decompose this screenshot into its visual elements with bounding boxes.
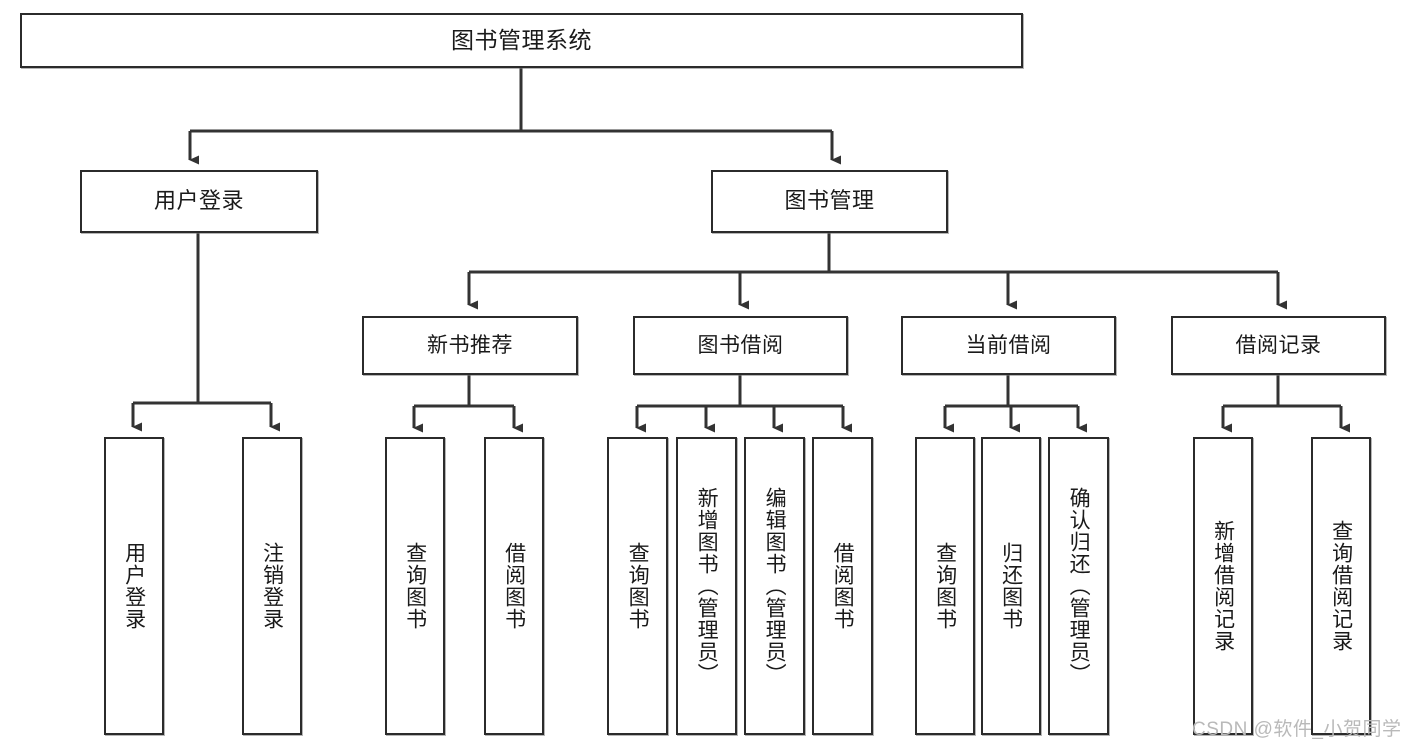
leaf-current-query-book[interactable]: 查询图书 [915,437,975,735]
node-user-login[interactable]: 用户登录 [80,170,318,233]
node-book-management[interactable]: 图书管理 [711,170,948,233]
node-label: 新增图书（管理员） [695,487,719,685]
node-label: 确认归还（管理员） [1067,487,1091,685]
leaf-current-confirm-return-admin[interactable]: 确认归还（管理员） [1048,437,1109,735]
leaf-logout[interactable]: 注销登录 [242,437,302,735]
leaf-current-return-book[interactable]: 归还图书 [981,437,1041,735]
leaf-borrow-query-book[interactable]: 查询图书 [607,437,668,735]
node-label: 借阅图书 [831,542,855,630]
node-label: 当前借阅 [965,333,1052,357]
node-label: 归还图书 [999,542,1023,630]
node-label: 新增借阅记录 [1211,520,1235,652]
leaf-recommend-query-book[interactable]: 查询图书 [385,437,445,735]
node-label: 新书推荐 [427,333,513,357]
leaf-borrow-borrow-book[interactable]: 借阅图书 [812,437,873,735]
node-new-book-recommend[interactable]: 新书推荐 [362,316,578,375]
node-label: 编辑图书（管理员） [763,487,787,685]
node-label: 用户登录 [122,542,146,630]
node-label: 借阅图书 [502,542,526,630]
csdn-watermark: CSDN @软件_小贺同学 [1192,719,1402,740]
node-label: 查询图书 [626,542,650,630]
node-book-borrow[interactable]: 图书借阅 [633,316,848,375]
node-label: 查询借阅记录 [1329,520,1353,652]
node-label: 图书管理系统 [451,26,592,53]
node-label: 查询图书 [933,542,957,630]
node-label: 借阅记录 [1235,333,1322,357]
leaf-user-login[interactable]: 用户登录 [104,437,164,735]
node-label: 注销登录 [260,542,284,630]
node-current-borrow[interactable]: 当前借阅 [901,316,1116,375]
leaf-borrow-add-book-admin[interactable]: 新增图书（管理员） [676,437,737,735]
leaf-borrow-edit-book-admin[interactable]: 编辑图书（管理员） [744,437,805,735]
node-label: 图书管理 [784,188,875,214]
node-label: 图书借阅 [697,333,784,357]
leaf-record-query[interactable]: 查询借阅记录 [1311,437,1371,735]
node-borrow-record[interactable]: 借阅记录 [1171,316,1386,375]
node-label: 查询图书 [403,542,427,630]
node-root-system[interactable]: 图书管理系统 [20,13,1023,68]
leaf-record-add[interactable]: 新增借阅记录 [1193,437,1253,735]
node-label: 用户登录 [153,188,244,214]
leaf-recommend-borrow-book[interactable]: 借阅图书 [484,437,544,735]
